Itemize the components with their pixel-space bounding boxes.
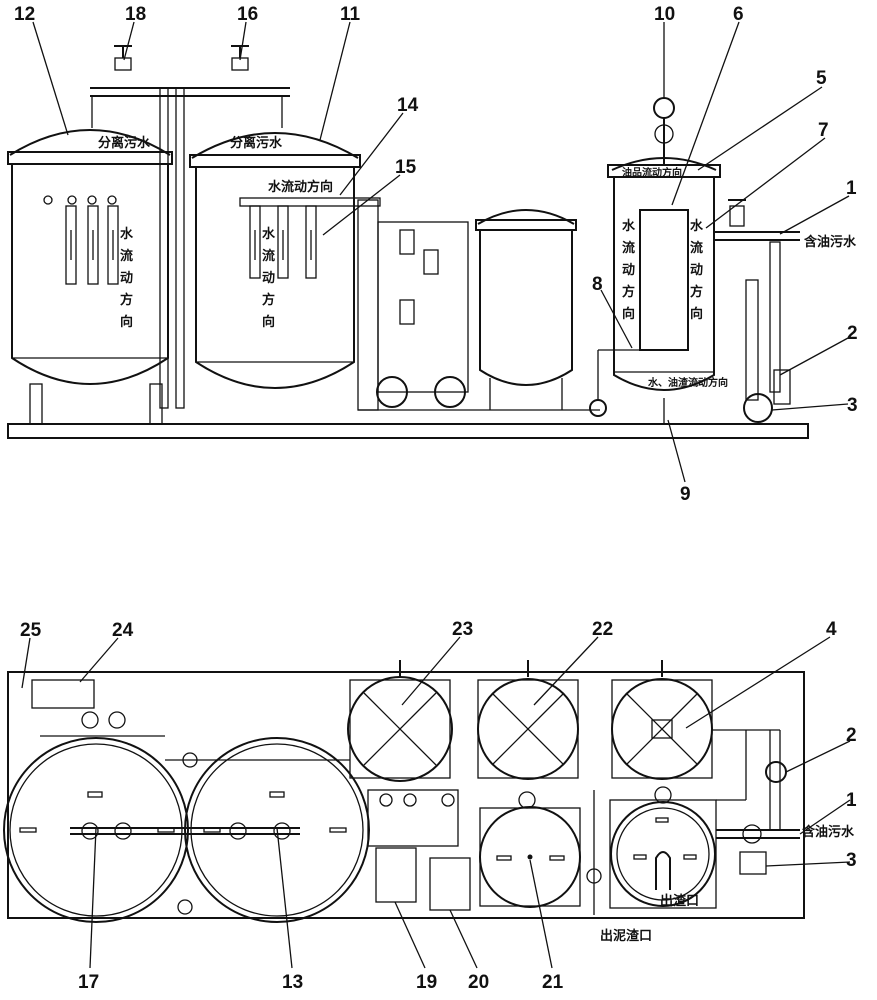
svg-text:流: 流 (262, 248, 275, 264)
label-15: 15 (395, 157, 417, 178)
svg-text:水: 水 (120, 226, 134, 242)
oil-flow-direction-label: 油品流动方向 (622, 166, 682, 179)
svg-text:方: 方 (690, 284, 703, 300)
svg-text:流: 流 (622, 240, 635, 256)
label-10: 10 (654, 4, 675, 25)
label-18: 18 (125, 4, 146, 25)
label-1: 1 (846, 178, 857, 199)
label-22: 22 (592, 619, 613, 640)
inlet-piping (714, 199, 800, 423)
vertical-flow-mid: 水 流 动 方 向 (262, 226, 276, 330)
tank-11 (189, 132, 381, 389)
label-7: 7 (818, 120, 829, 141)
label-16: 16 (237, 4, 258, 25)
sludge-outlet-label: 出泥渣口 (600, 928, 652, 944)
label-24: 24 (112, 620, 134, 641)
svg-text:流: 流 (690, 240, 703, 256)
svg-text:流: 流 (120, 248, 133, 264)
part-numbers: 12 18 16 11 14 15 10 6 5 7 1 8 2 3 9 25 … (14, 4, 858, 993)
tank-12 (7, 129, 173, 385)
bottom-flow-note: 水、油渣流动方向 (647, 376, 728, 389)
label-25: 25 (20, 620, 42, 641)
label-1b: 1 (846, 790, 857, 811)
svg-text:水: 水 (262, 226, 276, 242)
control-box-24 (31, 679, 95, 709)
label-2b: 2 (846, 725, 857, 746)
vertical-flow-sep-left: 水 流 动 方 向 (622, 218, 636, 322)
svg-text:向: 向 (120, 314, 133, 330)
vertical-flow-sep-right: 水 流 动 方 向 (690, 218, 704, 322)
svg-text:动: 动 (690, 263, 703, 278)
label-4: 4 (826, 619, 837, 640)
separator-tank-5 (589, 97, 721, 424)
svg-text:动: 动 (120, 271, 133, 286)
label-8: 8 (592, 274, 603, 295)
leader-lines (21, 21, 851, 969)
svg-text:向: 向 (262, 314, 275, 330)
label-6: 6 (733, 4, 744, 25)
label-23: 23 (452, 619, 473, 640)
tank-21-plan (479, 791, 581, 908)
oily-wastewater-bottom-label: 含油污水 (801, 824, 855, 840)
svg-text:向: 向 (622, 306, 635, 322)
svg-text:动: 动 (262, 271, 275, 286)
plan-view (3, 660, 805, 923)
pump-19-plan (375, 847, 417, 903)
oily-wastewater-top-label: 含油污水 (803, 234, 857, 250)
base-platform (7, 423, 809, 439)
label-3: 3 (847, 395, 858, 416)
svg-text:方: 方 (120, 292, 133, 308)
label-9: 9 (680, 484, 691, 505)
tank-4-plan (611, 660, 713, 780)
separate-water-label-2: 分离污水 (230, 135, 283, 151)
label-17: 17 (78, 972, 99, 993)
tank-13-plan (184, 737, 370, 923)
plan-inlet-piping (586, 729, 800, 915)
separate-water-label-1: 分离污水 (98, 135, 151, 151)
water-flow-direction-label: 水流动方向 (268, 179, 333, 195)
pump-20-plan (429, 857, 471, 911)
tank-17-plan (3, 737, 189, 923)
middle-tank (475, 209, 577, 410)
tank-23-plan (347, 660, 453, 782)
text-labels: 分离污水 分离污水 水流动方向 油品流动方向 含油污水 含油污水 水、油渣流动方… (98, 135, 857, 944)
svg-text:水: 水 (690, 218, 704, 234)
tank-22-plan (477, 660, 579, 780)
label-20: 20 (468, 972, 489, 993)
label-11: 11 (340, 4, 361, 25)
label-3b: 3 (846, 850, 857, 871)
separator-plan (609, 786, 717, 909)
svg-text:方: 方 (262, 292, 275, 308)
skid-frame (7, 671, 805, 919)
elevation-view (7, 45, 809, 439)
svg-text:水: 水 (622, 218, 636, 234)
svg-text:向: 向 (690, 306, 703, 322)
label-19: 19 (416, 972, 437, 993)
svg-text:动: 动 (622, 263, 635, 278)
label-12: 12 (14, 4, 35, 25)
label-5: 5 (816, 68, 827, 89)
label-2: 2 (847, 323, 858, 344)
slag-outlet-label: 出渣口 (660, 893, 699, 909)
label-14: 14 (397, 95, 419, 116)
label-13: 13 (282, 972, 303, 993)
label-21: 21 (542, 972, 564, 993)
svg-text:方: 方 (622, 284, 635, 300)
vertical-flow-left: 水 流 动 方 向 (120, 226, 134, 330)
